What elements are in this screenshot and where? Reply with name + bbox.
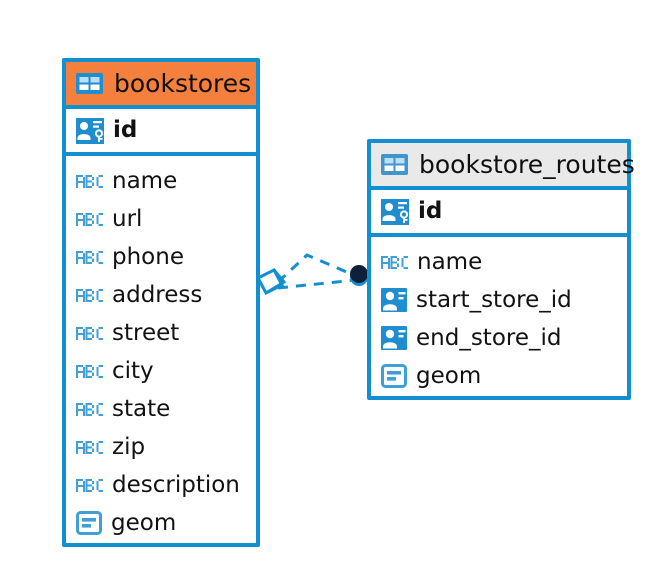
field-row[interactable]: geom	[66, 504, 256, 542]
entity-table-bookstore-routes[interactable]: bookstore_routes id	[367, 139, 635, 400]
field-row[interactable]: city	[66, 352, 256, 390]
primary-key-row-bookstores[interactable]: id	[66, 109, 256, 156]
primary-key-label: id	[418, 198, 443, 224]
field-label: description	[112, 471, 240, 498]
table-icon	[381, 154, 408, 175]
field-label: address	[112, 281, 203, 308]
field-label: name	[112, 167, 178, 194]
relationship-branch-lower	[277, 278, 357, 290]
primary-key-icon	[381, 198, 409, 225]
primary-key-icon	[76, 117, 104, 144]
primary-key-label: id	[113, 117, 138, 143]
text-abc-icon	[76, 174, 103, 189]
field-label: phone	[112, 243, 184, 270]
text-abc-icon	[76, 212, 103, 227]
field-row[interactable]: url	[66, 200, 256, 238]
field-label: city	[112, 357, 154, 384]
field-list-bookstores: name u	[66, 156, 256, 542]
field-label: geom	[111, 509, 177, 536]
field-label: name	[417, 248, 483, 275]
field-list-bookstore-routes: name start_store_id	[371, 237, 627, 395]
field-row[interactable]: end_store_id	[371, 319, 627, 357]
field-row[interactable]: name	[371, 243, 627, 281]
field-row[interactable]: street	[66, 314, 256, 352]
relationship-connector[interactable]	[252, 240, 377, 320]
text-abc-icon	[76, 402, 103, 417]
field-label: state	[112, 395, 171, 422]
geometry-icon	[76, 511, 102, 535]
field-row[interactable]: geom	[371, 357, 627, 395]
field-row[interactable]: state	[66, 390, 256, 428]
entity-header-bookstore-routes[interactable]: bookstore_routes	[371, 143, 635, 190]
field-label: url	[112, 205, 143, 232]
text-abc-icon	[76, 288, 103, 303]
crows-foot-diamond-icon	[255, 268, 287, 295]
relationship-endpoint-dot	[350, 265, 368, 286]
field-row[interactable]: zip	[66, 428, 256, 466]
table-icon	[76, 73, 103, 94]
primary-key-row-bookstore-routes[interactable]: id	[371, 190, 627, 237]
foreign-key-icon	[381, 288, 407, 312]
field-label: zip	[112, 433, 146, 460]
field-row[interactable]: start_store_id	[371, 281, 627, 319]
text-abc-icon	[76, 250, 103, 265]
field-row[interactable]: description	[66, 466, 256, 504]
entity-header-bookstores[interactable]: bookstores	[66, 62, 256, 109]
entity-table-bookstores[interactable]: bookstores id	[62, 58, 260, 547]
field-row[interactable]: name	[66, 162, 256, 200]
text-abc-icon	[381, 255, 408, 270]
text-abc-icon	[76, 364, 103, 379]
field-label: start_store_id	[416, 286, 572, 313]
entity-title-bookstore-routes: bookstore_routes	[419, 150, 635, 179]
text-abc-icon	[76, 326, 103, 341]
field-row[interactable]: address	[66, 276, 256, 314]
field-label: street	[112, 319, 180, 346]
entity-title-bookstores: bookstores	[114, 69, 252, 98]
field-row[interactable]: phone	[66, 238, 256, 276]
text-abc-icon	[76, 440, 103, 455]
field-label: geom	[416, 362, 482, 389]
relationship-branch-upper	[276, 253, 357, 284]
field-label: end_store_id	[416, 324, 562, 351]
text-abc-icon	[76, 478, 103, 493]
foreign-key-icon	[381, 326, 407, 350]
geometry-icon	[381, 364, 407, 388]
